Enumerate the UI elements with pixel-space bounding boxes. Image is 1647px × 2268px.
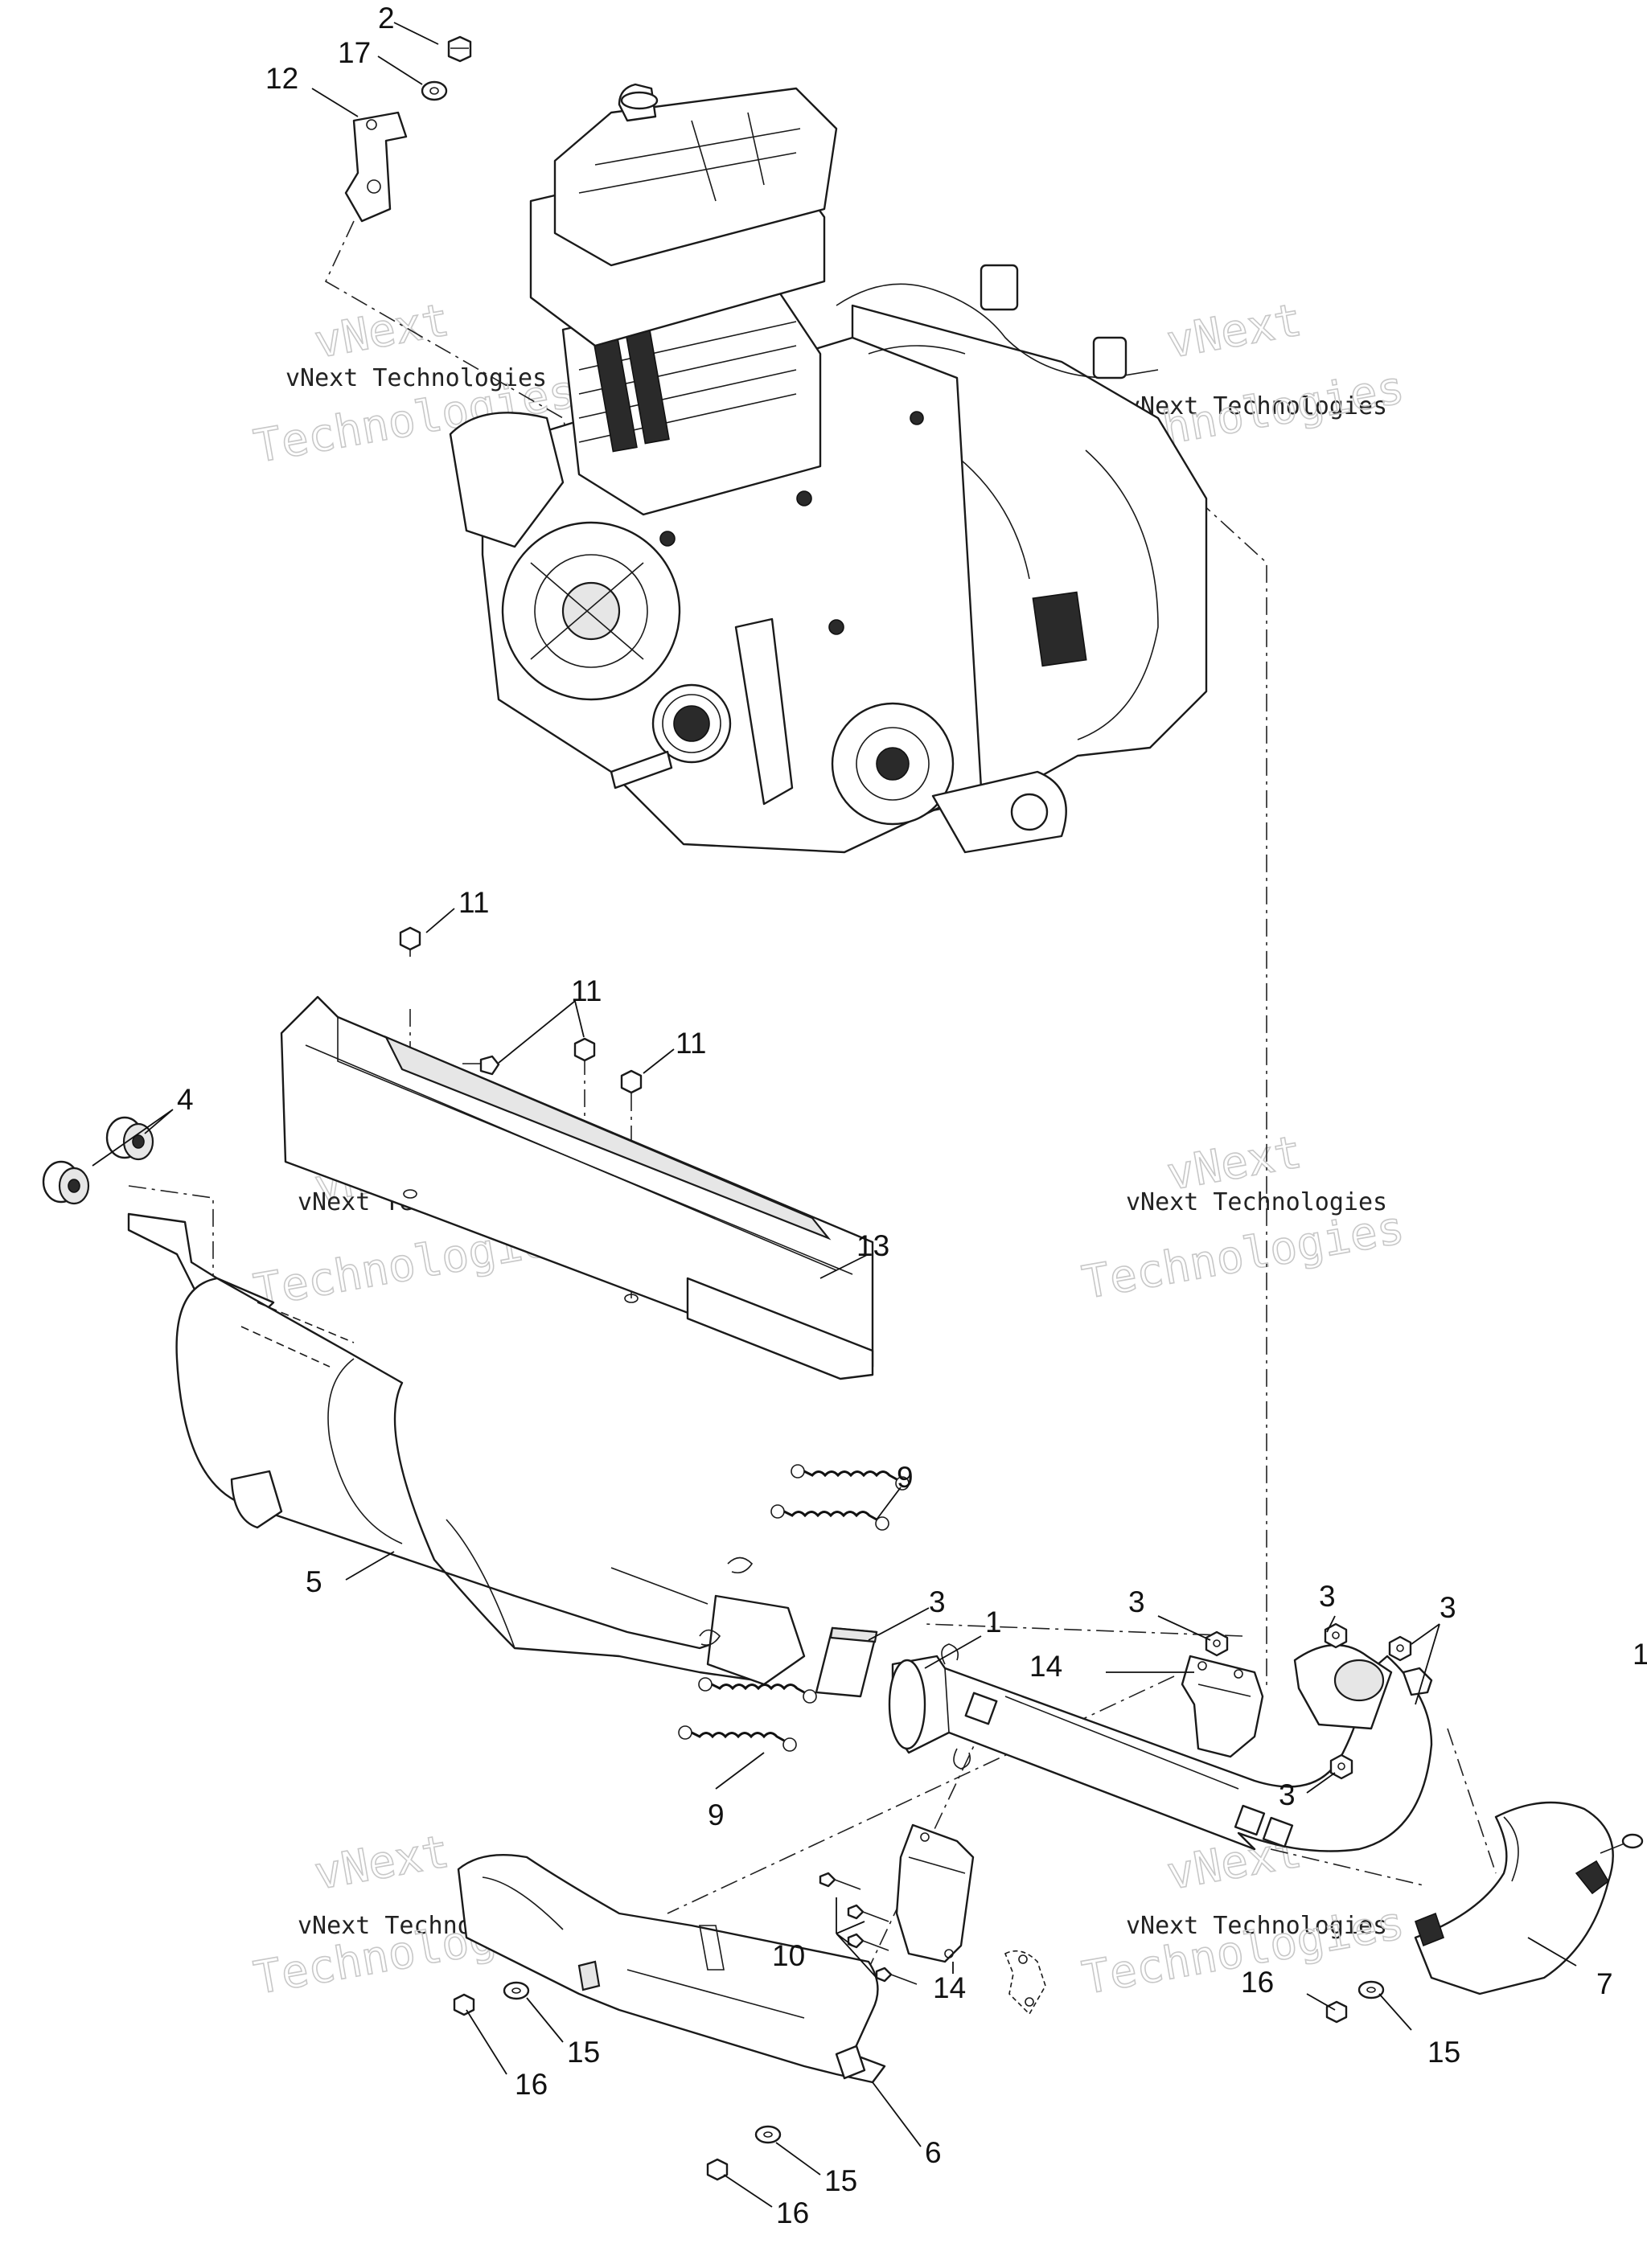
callout-14-bottom: 14 <box>933 1971 966 2004</box>
callout-16-right: 16 <box>1241 1966 1274 1999</box>
callout-11-mid: 11 <box>571 974 602 1007</box>
bolt-16-b <box>706 2158 729 2181</box>
bolt-2 <box>447 35 472 63</box>
callout-15-bottom: 15 <box>824 2164 857 2197</box>
watermark-mid-right: vNext vNext Technologies Technologies <box>1078 1126 1408 1310</box>
callout-8: 6 <box>925 2136 942 2169</box>
bolt-10-b <box>847 1904 889 1922</box>
callout-10: 10 <box>772 1939 805 1972</box>
callout-16-bottom: 16 <box>776 2196 809 2229</box>
watermark-text: vNext Technologies <box>1126 1188 1387 1216</box>
callout-1: 1 <box>985 1606 1002 1638</box>
watermark-text: vNext Technologies <box>1126 1912 1387 1940</box>
engine-coolant-tube <box>734 617 794 806</box>
callout-16-left: 16 <box>515 2068 548 2101</box>
engine-assembly <box>449 83 1208 854</box>
nut-3-a <box>1205 1630 1229 1657</box>
dash-bracket-to-shield-8a <box>667 1675 1175 1914</box>
spring-9-upper-b <box>770 1504 889 1531</box>
callout-5: 5 <box>306 1565 322 1598</box>
callout-13: 13 <box>856 1229 889 1262</box>
washer-15-a <box>503 1981 530 2000</box>
bolt-11-right <box>620 1069 643 1094</box>
callout-7: 7 <box>1596 1967 1613 2000</box>
seal-ring-4 <box>815 1626 878 1698</box>
spring-9-upper-a <box>791 1464 910 1491</box>
callout-9-bottom: 9 <box>708 1798 725 1831</box>
callout-12: 12 <box>265 62 298 95</box>
callout-11-top: 11 <box>458 886 489 919</box>
bolt-11-top <box>399 926 421 957</box>
nut-3-b <box>1324 1622 1348 1649</box>
bolt-16-c <box>1325 2000 1348 2024</box>
bracket-14-upper <box>1181 1655 1264 1758</box>
bolt-10-a <box>819 1872 861 1890</box>
callout-15-left: 15 <box>567 2036 600 2069</box>
bolt-10-d <box>875 1967 918 1985</box>
callout-9-top: 9 <box>897 1461 914 1494</box>
engine-starter <box>449 412 565 548</box>
grommet-6-front <box>42 1160 90 1205</box>
leader-lines <box>92 22 1577 2208</box>
dash-bracket-to-shield-8b <box>860 1696 998 1987</box>
callout-15-right: 15 <box>1427 2036 1460 2069</box>
heat-shield-13 <box>280 995 874 1380</box>
nut-3-c <box>1388 1635 1412 1662</box>
callout-3-a: 3 <box>1128 1585 1145 1618</box>
dash-pipe-to-shield-7 <box>1270 1848 1424 1886</box>
watermark-big: Technologies <box>1078 1202 1408 1310</box>
exhaust-gasket <box>1004 1950 1046 2016</box>
dash-grommet-to-muffler <box>128 1185 214 1278</box>
bolt-11-left <box>462 1055 500 1076</box>
callout-18-edge: 1 <box>1633 1638 1647 1671</box>
dash-bracket-14-top <box>924 1623 1243 1637</box>
washer-15-c <box>1357 1980 1385 1999</box>
callout-labels: 2 17 12 11 11 11 4 13 9 3 1 5 9 3 14 3 3… <box>177 2 1647 2229</box>
dash-manifold-to-shield-7 <box>1447 1728 1497 1874</box>
bolt-10-c <box>847 1933 889 1951</box>
head-pipe-1 <box>888 1643 1433 1852</box>
bolt-11-middle <box>573 1037 596 1062</box>
callout-4: 3 <box>929 1585 946 1618</box>
watermark-brand: vNext <box>310 294 453 369</box>
watermark-brand: vNext <box>1163 294 1305 369</box>
watermark-text: vNext Technologies <box>285 364 547 392</box>
watermark-text: vNext Technologies <box>1126 392 1387 420</box>
muffler-5 <box>127 1212 806 1686</box>
callout-3-c: 3 <box>1440 1591 1456 1624</box>
callout-17: 17 <box>338 36 371 69</box>
dash-engine-to-manifold <box>1125 433 1267 1688</box>
washer-17 <box>421 80 448 101</box>
callout-2: 2 <box>378 2 395 35</box>
spring-9-lower-b <box>678 1725 797 1752</box>
spring-9-lower-a <box>698 1677 817 1704</box>
heat-shield-8 <box>457 1853 886 2084</box>
watermark-brand: vNext <box>310 1826 453 1901</box>
callout-14-top: 14 <box>1029 1650 1062 1683</box>
callout-3-b: 3 <box>1319 1580 1336 1613</box>
washer-15-b <box>754 2125 782 2144</box>
bolt-16-a <box>453 1993 475 2016</box>
nut-3-d <box>1329 1753 1353 1780</box>
callout-3-d: 3 <box>1279 1778 1296 1811</box>
engine-bracket-12 <box>344 111 408 223</box>
callout-11-right: 11 <box>676 1027 706 1060</box>
grommet-6-rear <box>105 1116 154 1161</box>
callout-6: 4 <box>177 1083 194 1116</box>
heat-shield-7 <box>1414 1801 1644 1995</box>
bracket-14-lower <box>895 1823 975 1963</box>
